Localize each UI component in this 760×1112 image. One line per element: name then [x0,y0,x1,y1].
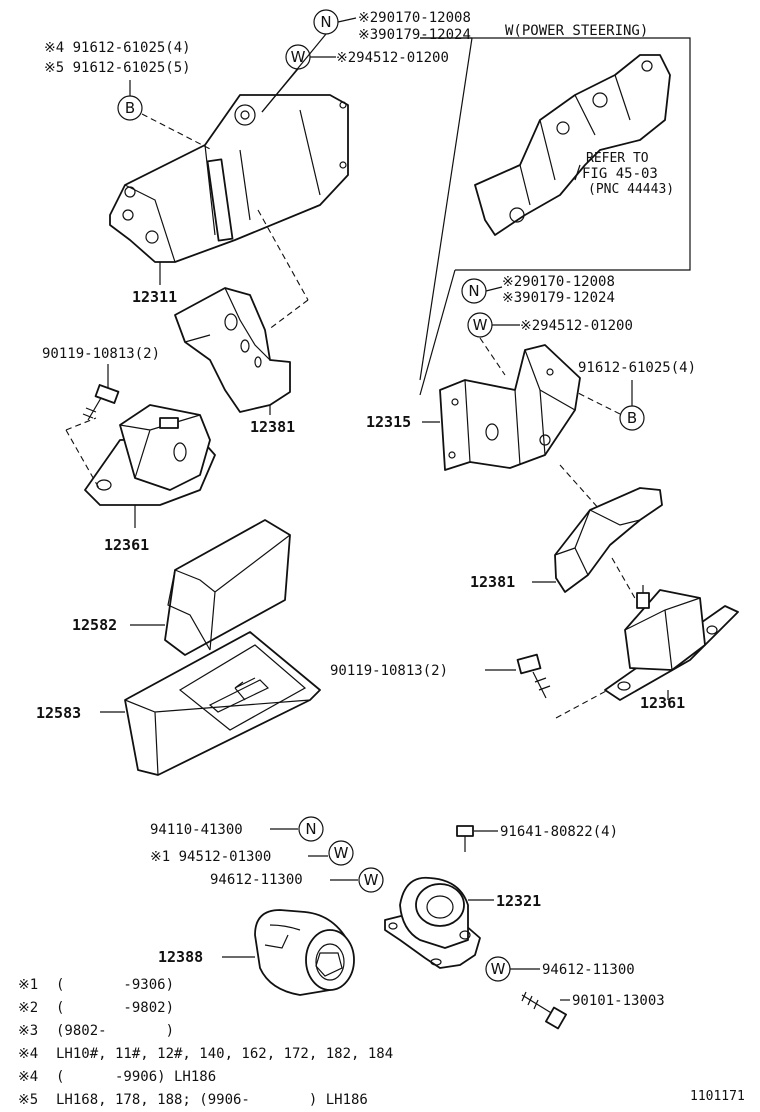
note-mark: ※4 [18,1046,38,1062]
note-text: (9802- ) [56,1023,174,1039]
label-12311: 12311 [132,288,177,306]
note-text: ( -9306) [56,977,174,993]
label-12583: 12583 [36,704,81,722]
label-94612-right: 94612-11300 [542,962,635,978]
svg-text:B: B [125,99,135,117]
circle-callout-n-bottom: N [298,816,324,842]
insulator-12381-right [554,487,663,593]
label-b-top-1: ※4 91612-61025(4) [44,40,191,56]
note-text: LH168, 178, 188; (9906- ) LH186 [56,1092,368,1108]
note-text: ( -9906) LH186 [56,1069,216,1085]
label-94512-bottom: ※1 94512-01300 [150,849,271,865]
pad-12582 [164,519,291,656]
label-90119-right: 90119-10813(2) [330,663,448,679]
label-12361-right: 12361 [640,694,685,712]
label-12361-left: 12361 [104,536,149,554]
circle-callout-w-mid: W [467,312,493,338]
label-top-n-2: ※390179-12024 [358,27,471,43]
label-90101: 90101-13003 [572,993,665,1009]
label-mid-n-2: ※390179-12024 [502,290,615,306]
circle-callout-n-top: N [313,9,339,35]
bolt-90119-right [516,653,551,699]
svg-text:N: N [320,13,331,31]
svg-text:N: N [468,282,479,300]
figure-code: 1101171 [690,1089,745,1104]
label-12321: 12321 [496,892,541,910]
note-mark: ※3 [18,1023,38,1039]
label-94110: 94110-41300 [150,822,243,838]
circle-callout-n-mid: N [461,278,487,304]
note-mark: ※1 [18,977,38,993]
label-mid-w: ※294512-01200 [520,318,633,334]
circle-callout-w-bottom-3: W [485,956,511,982]
label-top-n-1: ※290170-12008 [358,10,471,26]
bracket-12315 [439,344,581,471]
circle-callout-w-bottom-2: W [358,867,384,893]
engine-mount-bracket-12311 [109,94,349,263]
circle-callout-b-mid: B [619,405,645,431]
label-refer-3: (PNC 44443) [588,182,674,197]
note-mark: ※5 [18,1092,38,1108]
engine-mount-12361-left [84,404,216,506]
label-12582: 12582 [72,616,117,634]
footnotes: ※1 ( -9306) ※2 ( -9802) ※3 (9802- ) ※4 L… [18,977,393,1108]
svg-text:B: B [627,409,637,427]
label-12315: 12315 [366,413,411,431]
svg-text:W: W [491,960,506,978]
insulator-12381-left [174,287,291,413]
label-power-steering: W(POWER STEERING) [505,23,648,39]
power-steering-inset [419,37,691,396]
label-top-w: ※294512-01200 [336,50,449,66]
note-text: ( -9802) [56,1000,174,1016]
note-text: LH10#, 11#, 12#, 140, 162, 172, 182, 184 [56,1046,393,1062]
circle-callout-b-top: B [117,95,143,121]
circle-callout-w-bottom-1: W [328,840,354,866]
svg-text:W: W [364,871,379,889]
label-12381-right: 12381 [470,573,515,591]
bolt-90119-left [82,384,120,421]
svg-text:N: N [305,820,316,838]
label-refer-2: FIG 45-03 [582,166,658,182]
label-12381-left: 12381 [250,418,295,436]
pad-12583 [124,631,321,776]
label-refer-1: REFER TO [586,151,649,166]
svg-text:W: W [291,48,306,66]
label-b-top-2: ※5 91612-61025(5) [44,60,191,76]
label-12388: 12388 [158,948,203,966]
cushion-12388 [254,909,355,996]
bolt-91641 [456,825,474,852]
label-mid-n-1: ※290170-12008 [502,274,615,290]
svg-text:W: W [334,844,349,862]
label-94612-bottom: 94612-11300 [210,872,303,888]
bolt-90101 [521,991,567,1030]
engine-mount-12361-right [604,585,739,701]
note-mark: ※4 [18,1069,38,1085]
svg-text:W: W [473,316,488,334]
label-90119-left: 90119-10813(2) [42,346,160,362]
note-mark: ※2 [18,1000,38,1016]
rear-mount-12321 [384,876,481,969]
label-91612-right: 91612-61025(4) [578,360,696,376]
label-91641: 91641-80822(4) [500,824,618,840]
